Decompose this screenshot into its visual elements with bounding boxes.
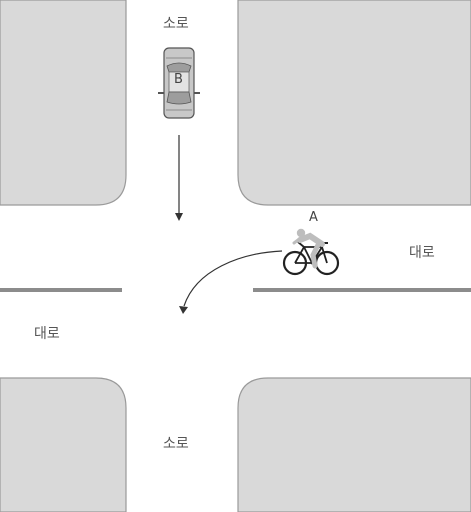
car-b-path-arrow — [175, 135, 183, 221]
block-bottom-left — [0, 377, 127, 512]
road-label-left: 대로 — [34, 326, 60, 342]
block-top-left — [0, 0, 127, 206]
road-label-right: 대로 — [409, 245, 435, 261]
bicycle-a-path-arrow — [179, 250, 283, 314]
bicycle-a-label: A — [309, 210, 318, 225]
bicycle-a-icon — [282, 228, 340, 276]
block-top-right — [237, 0, 471, 206]
car-b-icon — [158, 47, 200, 119]
car-b-label: B — [174, 72, 183, 87]
road-label-top: 소로 — [163, 16, 189, 32]
road-label-bottom: 소로 — [163, 436, 189, 452]
block-bottom-right — [237, 377, 471, 512]
